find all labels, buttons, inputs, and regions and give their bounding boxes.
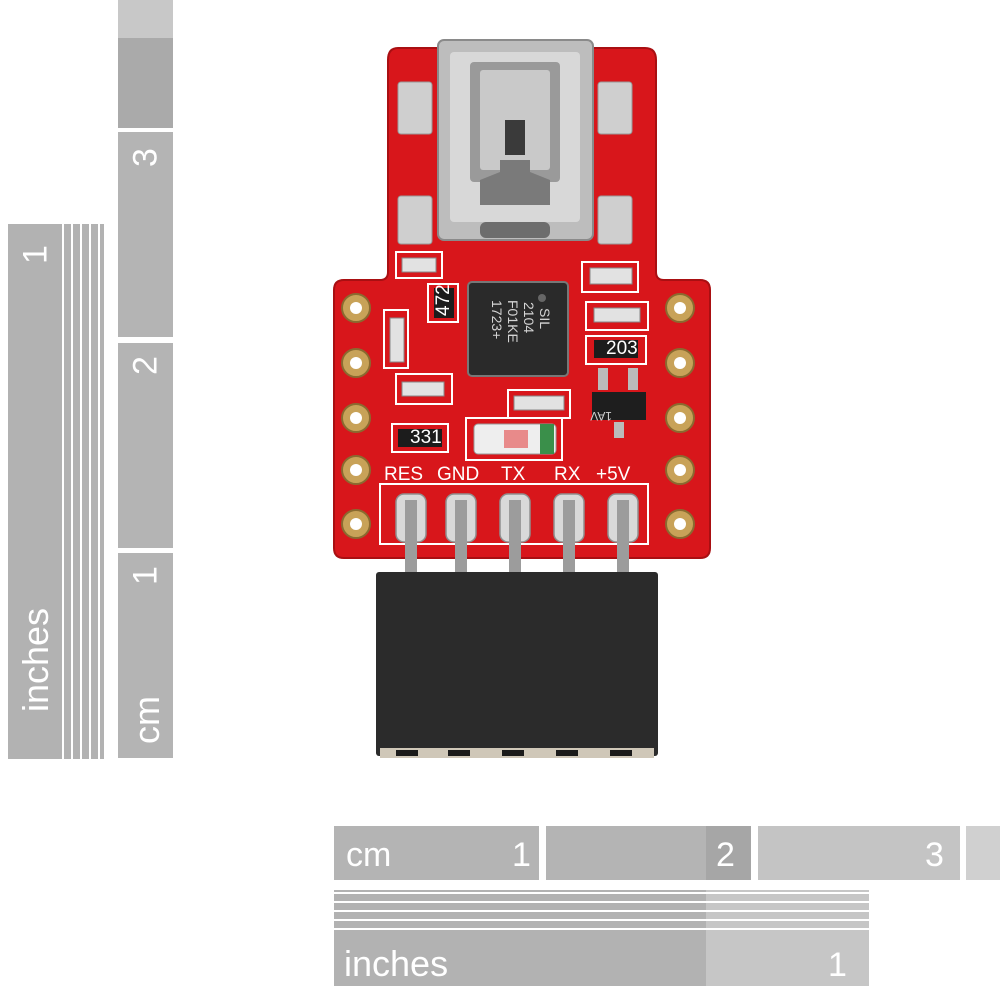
cm-segment-3: [118, 132, 173, 337]
header-pins: [395, 493, 639, 574]
pin-label-rx: RX: [554, 464, 581, 485]
pad-mount-1: [397, 81, 433, 135]
cm-number-1h: 1: [512, 836, 531, 874]
cm-number-2h: 2: [716, 836, 735, 874]
pin-label-5v: +5V: [596, 464, 631, 485]
chip-marking-2: 2104: [521, 302, 537, 333]
cm-segment-light: [118, 0, 173, 38]
pin-label-tx: TX: [501, 464, 526, 485]
chip-marking-3: F01KE: [505, 300, 521, 343]
inch-ticks: [62, 0, 106, 759]
header-housing: [376, 572, 658, 756]
resistor-203: [594, 340, 638, 358]
cm-segment-edge: [966, 826, 1000, 880]
resistor-331: [398, 429, 442, 447]
resistor-label-203: 203: [606, 338, 638, 359]
resistor-label-472: 472: [433, 284, 454, 316]
resistor-label-331: 331: [410, 427, 442, 448]
cm-segment-1h: [334, 826, 539, 880]
cm-segment-3h: [758, 826, 960, 880]
cm-segment-2: [118, 343, 173, 548]
resistor-472: [434, 288, 454, 318]
pin-label-res: RES: [384, 464, 423, 485]
transistor: [592, 392, 646, 420]
chip-marking-4: 1723+: [489, 300, 505, 339]
transistor-marking: 1AV: [590, 409, 612, 423]
cm-label-h: cm: [346, 836, 392, 874]
ic-chip: [467, 281, 569, 377]
pad-mount-3: [397, 195, 433, 245]
chip-marking-1: SIL: [537, 308, 553, 329]
inch-ticks-h: [334, 892, 1000, 936]
pin-label-gnd: GND: [437, 464, 479, 485]
pad-mount-4: [597, 195, 633, 245]
cm-segment-1: [118, 553, 173, 758]
pad-mount-2: [597, 81, 633, 135]
cm-number-3h: 3: [925, 836, 944, 874]
cm-segment-dark: [706, 826, 751, 880]
inches-label-h: inches: [344, 943, 449, 984]
cm-segment-dark-1: [118, 38, 173, 128]
inch-number-h: 1: [828, 946, 847, 984]
